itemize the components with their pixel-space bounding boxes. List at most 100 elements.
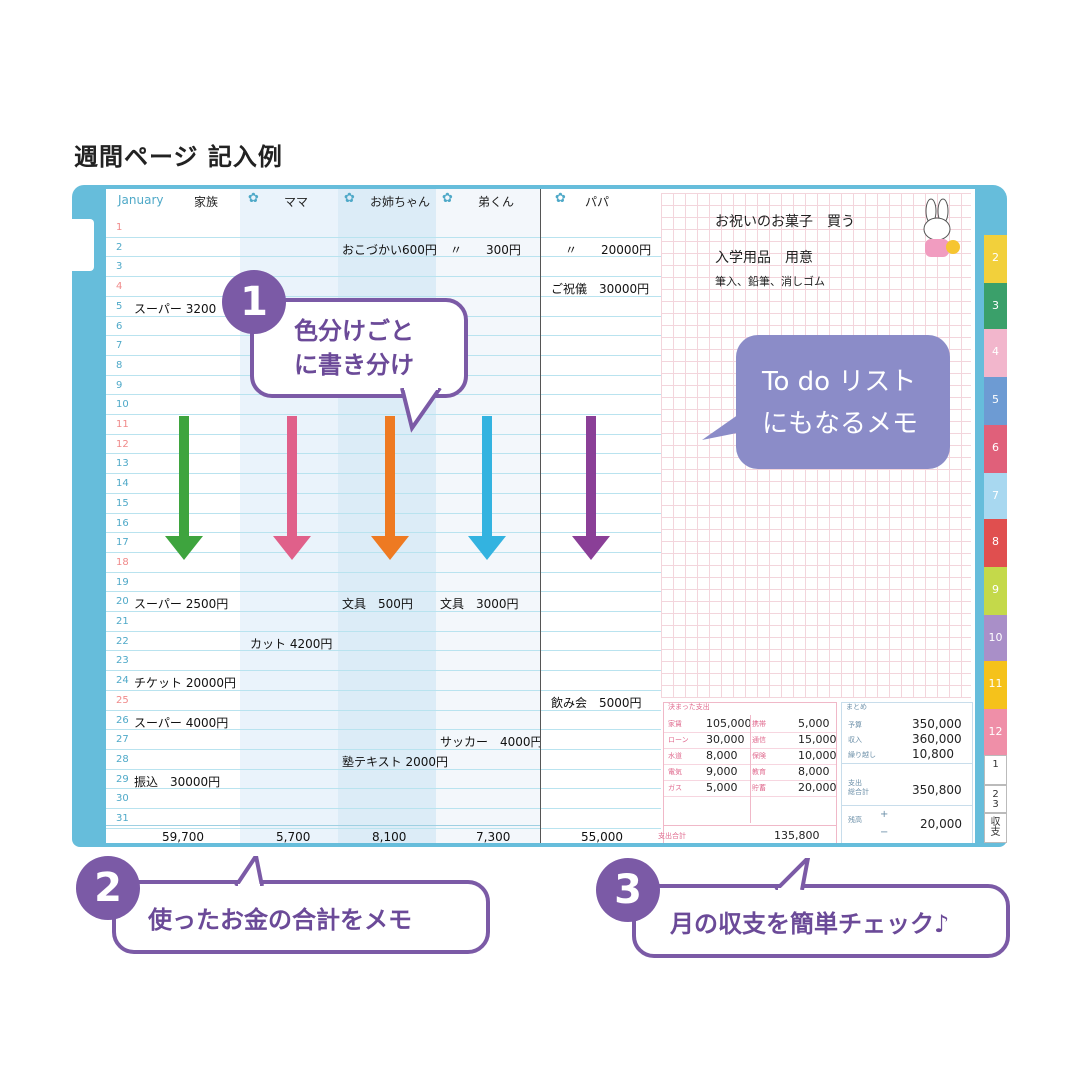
row-line: [541, 236, 661, 238]
fixed-total-label: 支出合計: [658, 832, 686, 840]
month-tab[interactable]: 8: [984, 519, 1007, 567]
month-tab[interactable]: 5: [984, 377, 1007, 425]
fixed-value: 5,000: [798, 717, 830, 730]
month-tab[interactable]: 3: [984, 283, 1007, 329]
day-number: 27: [116, 734, 129, 746]
month-tab[interactable]: 4: [984, 329, 1007, 377]
day-number: 24: [116, 675, 129, 687]
entry-papa: 飲み会 5000円: [551, 695, 642, 710]
entry-papa: 〃 20000円: [565, 242, 652, 257]
row-line: [541, 433, 661, 435]
month-tab[interactable]: 1: [984, 755, 1007, 785]
row-line: [106, 532, 540, 534]
summary-value: 10,800: [912, 747, 954, 761]
fixed-label: 保険: [752, 752, 766, 760]
month-tab[interactable]: 2: [984, 235, 1007, 283]
callout-1-number: 1: [222, 270, 286, 334]
day-number: 19: [116, 576, 129, 588]
month-tab[interactable]: 12: [984, 709, 1007, 755]
header-sister: お姉ちゃん: [370, 195, 431, 209]
month-tab[interactable]: 7: [984, 473, 1007, 519]
row-line: [106, 808, 540, 809]
fixed-label: ローン: [668, 736, 689, 744]
fixed-expenses-title: 決まった支出: [668, 703, 710, 711]
day-number: 15: [116, 497, 129, 509]
row-line: [106, 768, 540, 770]
fixed-label: 家賃: [668, 720, 682, 728]
day-number: 3: [116, 261, 123, 273]
todo-bubble: To do リスト にもなるメモ: [736, 335, 950, 469]
month-label: January: [118, 193, 164, 207]
row-line: [106, 551, 540, 553]
memo-line-1: お祝いのお菓子 買う: [715, 214, 855, 230]
row-line: [541, 492, 661, 494]
callout-1-text: 色分けごと に書き分け: [294, 317, 414, 379]
fixed-label: 水道: [668, 752, 682, 760]
sister-arrow-shaft: [385, 416, 395, 538]
row-line: [541, 315, 661, 317]
day-number: 22: [116, 635, 129, 647]
row-line: [106, 788, 540, 790]
papa-arrow-head: [572, 536, 610, 560]
fixed-value: 9,000: [706, 765, 738, 778]
header-family: 家族: [194, 195, 219, 209]
row-line: [541, 611, 661, 612]
month-tab[interactable]: 9: [984, 567, 1007, 615]
row-line: [541, 630, 661, 632]
day-number: 16: [116, 517, 129, 529]
entry-family: チケット 20000円: [134, 676, 236, 691]
entry-papa: ご祝儀 30000円: [551, 282, 650, 297]
row-line: [106, 709, 540, 711]
row-line: [541, 276, 661, 278]
summary-label: 繰り越し: [848, 751, 876, 759]
fixed-value: 10,000: [798, 749, 837, 762]
callout-3-tail: [774, 858, 811, 890]
day-number: 1: [116, 222, 123, 233]
fixed-label: 通信: [752, 736, 766, 744]
memo-line-3: 筆入、鉛筆、消しゴム: [715, 275, 825, 288]
page-title: 週間ページ 記入例: [74, 143, 283, 171]
row-line: [106, 729, 540, 731]
callout-2-bubble: 使ったお金の合計をメモ: [112, 880, 490, 954]
callout-2-text: 使ったお金の合計をメモ: [148, 906, 412, 934]
day-number: 29: [116, 773, 129, 785]
month-tab[interactable]: 10: [984, 615, 1007, 661]
day-number: 31: [116, 813, 129, 824]
memo-line-2: 入学用品 用意: [715, 250, 813, 266]
day-number: 18: [116, 556, 129, 568]
month-tab[interactable]: 6: [984, 425, 1007, 473]
row-line: [541, 256, 661, 258]
day-number: 30: [116, 793, 129, 805]
month-tab[interactable]: 2 3: [984, 785, 1007, 813]
bunny-icon: ✿: [248, 191, 259, 206]
row-line: [541, 414, 661, 415]
summary-label: 予算: [848, 721, 862, 729]
fixed-value: 8,000: [798, 765, 830, 778]
callout-1-tail: [400, 388, 442, 433]
total-family: 59,700: [162, 830, 204, 843]
month-tab[interactable]: 収 支: [984, 813, 1007, 843]
row-line: [541, 748, 661, 750]
bunny-icon: ✿: [555, 191, 566, 206]
entry-sister: 文具 500円: [342, 597, 413, 612]
fixed-value: 105,000: [706, 717, 752, 730]
row-line: [541, 295, 661, 297]
row-line: [106, 630, 540, 632]
summary-divider: [842, 763, 972, 764]
entry-family: 振込 30000円: [134, 774, 221, 789]
row-line: [541, 670, 661, 672]
day-number: 5: [116, 300, 123, 312]
callout-3-bubble: 月の収支を簡単チェック♪: [632, 884, 1010, 958]
callout-1-bubble: 色分けごと に書き分け: [250, 298, 468, 398]
row-line: [541, 335, 661, 337]
callout-2-number: 2: [76, 856, 140, 920]
entry-mama: カット 4200円: [250, 636, 333, 651]
row-line: [106, 748, 540, 750]
month-tab[interactable]: 11: [984, 661, 1007, 709]
day-number: 25: [116, 694, 129, 706]
fixed-label: 貯蓄: [752, 784, 766, 792]
row-line: [106, 689, 540, 691]
